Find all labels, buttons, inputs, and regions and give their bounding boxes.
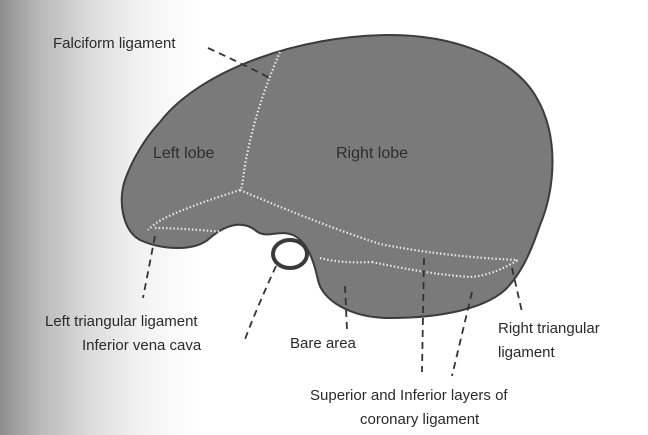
ivc-leader <box>244 266 276 342</box>
falciform-ligament-label: Falciform ligament <box>53 35 176 52</box>
right-triangular-label-line2: ligament <box>498 344 556 361</box>
bare-area-label: Bare area <box>290 335 357 352</box>
coronary-label-line2: coronary ligament <box>360 411 480 428</box>
inferior-vena-cava-ring <box>273 240 307 268</box>
liver-shape <box>122 35 553 318</box>
right-lobe-label: Right lobe <box>336 145 408 162</box>
inferior-vena-cava-label: Inferior vena cava <box>82 337 202 354</box>
left-lobe-label: Left lobe <box>153 145 214 162</box>
left-triangular-ligament-label: Left triangular ligament <box>45 313 198 330</box>
coronary-label-line1: Superior and Inferior layers of <box>310 387 508 404</box>
right-triangular-label-line1: Right triangular <box>498 320 600 337</box>
